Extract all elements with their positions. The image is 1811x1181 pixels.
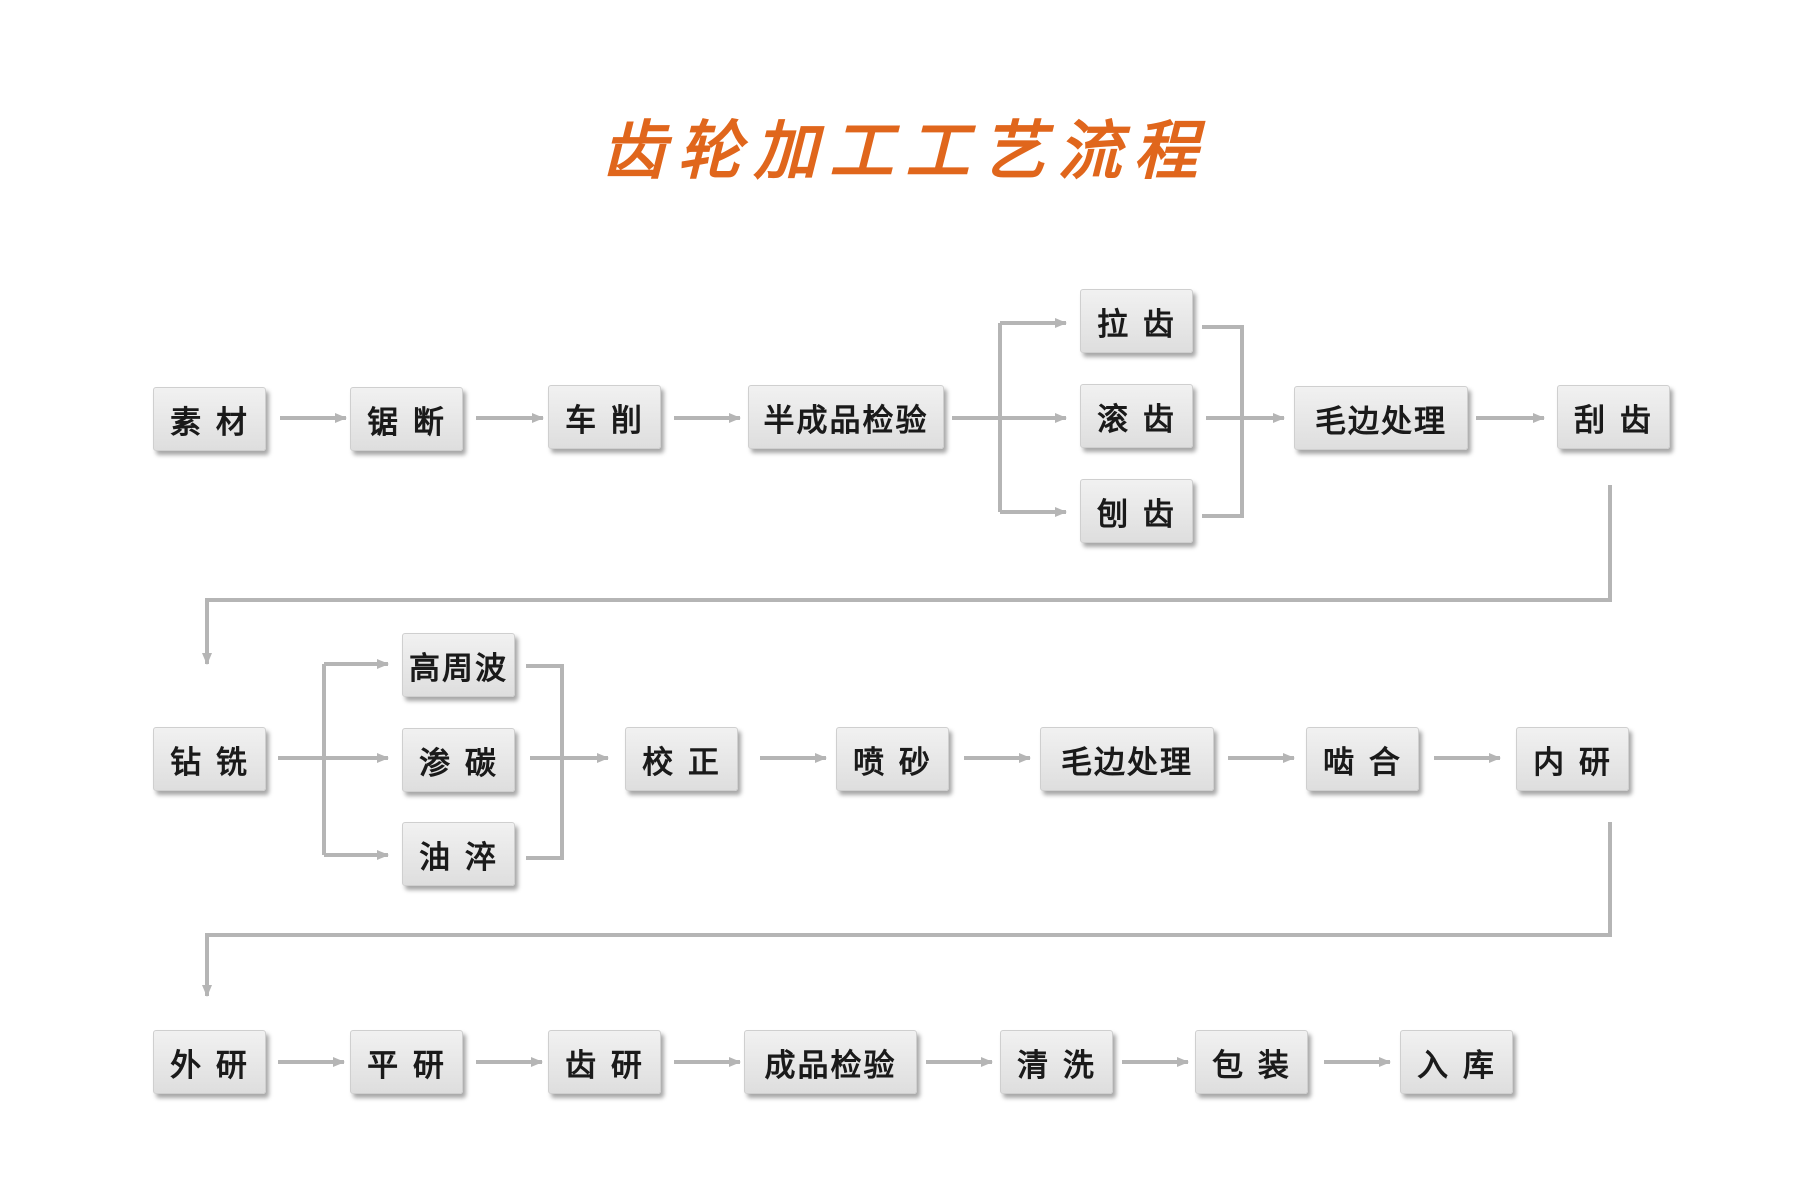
node-gunchi: 滚 齿	[1080, 384, 1193, 448]
node-paochi: 刨 齿	[1080, 479, 1193, 543]
node-chiyan: 齿 研	[548, 1030, 661, 1094]
node-lachi: 拉 齿	[1080, 289, 1193, 353]
node-qingxi: 清 洗	[1000, 1030, 1113, 1094]
node-juduan: 锯 断	[350, 387, 463, 451]
node-niehe: 啮 合	[1306, 727, 1419, 791]
node-chengpin: 成品检验	[744, 1030, 917, 1094]
node-pingyan: 平 研	[350, 1030, 463, 1094]
node-youcui: 油 淬	[402, 822, 515, 886]
node-baozhuang: 包 装	[1195, 1030, 1308, 1094]
node-banchengpin: 半成品检验	[748, 385, 944, 449]
node-zuanxi: 钻 铣	[153, 727, 266, 791]
node-jiaozheng: 校 正	[625, 727, 738, 791]
connector-row1-row2	[202, 485, 1612, 665]
connector-merge-1	[1202, 325, 1244, 518]
diagram-title: 齿轮加工工艺流程	[601, 114, 1210, 189]
node-waiyan: 外 研	[153, 1030, 266, 1094]
connector-row2-row3	[202, 822, 1612, 997]
node-ruku: 入 库	[1400, 1030, 1513, 1094]
node-guachi: 刮 齿	[1557, 385, 1670, 449]
node-neiyan: 内 研	[1516, 727, 1629, 791]
node-maobian2: 毛边处理	[1040, 727, 1214, 791]
node-pensha: 喷 砂	[836, 727, 949, 791]
node-maobian1: 毛边处理	[1294, 386, 1468, 450]
node-shentan: 渗 碳	[402, 728, 515, 792]
node-sucai: 素 材	[153, 387, 266, 451]
node-gaozhoubo: 高周波	[402, 633, 515, 697]
connector-merge-2	[526, 664, 564, 860]
node-chexiao: 车 削	[548, 385, 661, 449]
